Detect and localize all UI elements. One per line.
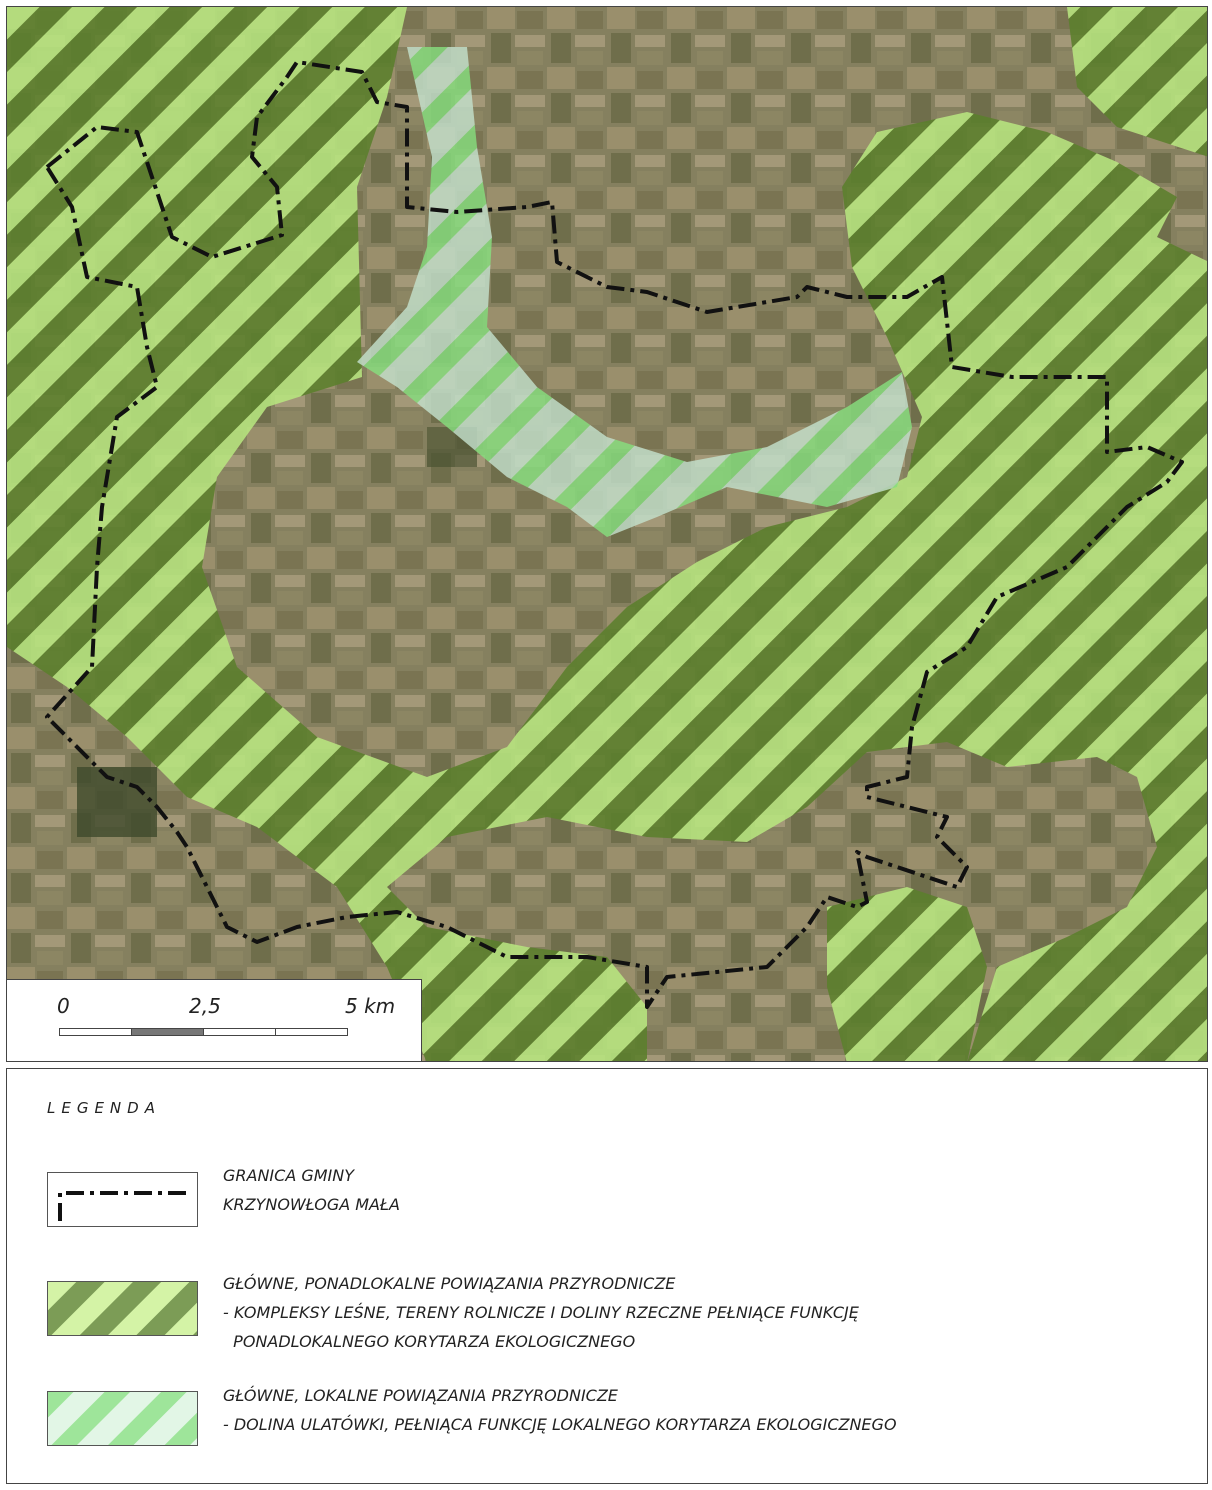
legend-line: GŁÓWNE, LOKALNE POWIĄZANIA PRZYRODNICZE [223, 1386, 618, 1405]
legend-line: GRANICA GMINY [223, 1166, 355, 1185]
scale-segment [60, 1029, 132, 1035]
scale-segment [204, 1029, 276, 1035]
boundary-line-symbol [58, 1191, 188, 1221]
legend-line: - KOMPLEKSY LEŚNE, TERENY ROLNICZE I DOL… [223, 1303, 859, 1322]
legend-swatch-supra-local [47, 1281, 198, 1336]
legend-line: - DOLINA ULATÓWKI, PEŁNIĄCA FUNKCJĘ LOKA… [223, 1415, 897, 1434]
legend-item-local: GŁÓWNE, LOKALNE POWIĄZANIA PRZYRODNICZE … [223, 1381, 897, 1439]
dark-green-stripes-symbol [48, 1282, 197, 1335]
scale-segment [132, 1029, 204, 1035]
supra-local-corridor-area[interactable] [1067, 7, 1208, 157]
legend-title: LEGENDA [47, 1099, 161, 1117]
forest-patch [77, 767, 157, 837]
legend-line: KRZYNOWŁOGA MAŁA [223, 1195, 400, 1214]
scale-bar: 0 2,5 5 km [6, 979, 422, 1062]
legend-line: PONADLOKALNEGO KORYTARZA EKOLOGICZNEGO [223, 1332, 636, 1351]
legend-swatch-boundary [47, 1172, 198, 1227]
supra-local-corridor-area[interactable] [7, 7, 1208, 1062]
legend-panel: LEGENDA GRANICA GMINY KRZYNOWŁOGA MAŁA G… [6, 1068, 1208, 1484]
map-canvas[interactable] [7, 7, 1208, 1062]
municipality-boundary-line[interactable] [45, 60, 1184, 1009]
legend-item-boundary: GRANICA GMINY KRZYNOWŁOGA MAŁA [223, 1161, 400, 1219]
scale-label-start: 0 [57, 994, 70, 1018]
scale-label-mid: 2,5 [189, 994, 221, 1018]
legend-item-supra-local: GŁÓWNE, PONADLOKALNE POWIĄZANIA PRZYRODN… [223, 1269, 859, 1356]
legend-line: GŁÓWNE, PONADLOKALNE POWIĄZANIA PRZYRODN… [223, 1274, 676, 1293]
scale-bar-graphic [59, 1028, 348, 1036]
scale-label-end: 5 km [345, 994, 396, 1018]
supra-local-corridor-area[interactable] [827, 887, 987, 1062]
scale-segment [276, 1029, 347, 1035]
light-green-stripes-symbol [48, 1392, 197, 1445]
local-corridor-area[interactable] [357, 47, 912, 537]
map-panel[interactable] [6, 6, 1208, 1062]
legend-swatch-local [47, 1391, 198, 1446]
